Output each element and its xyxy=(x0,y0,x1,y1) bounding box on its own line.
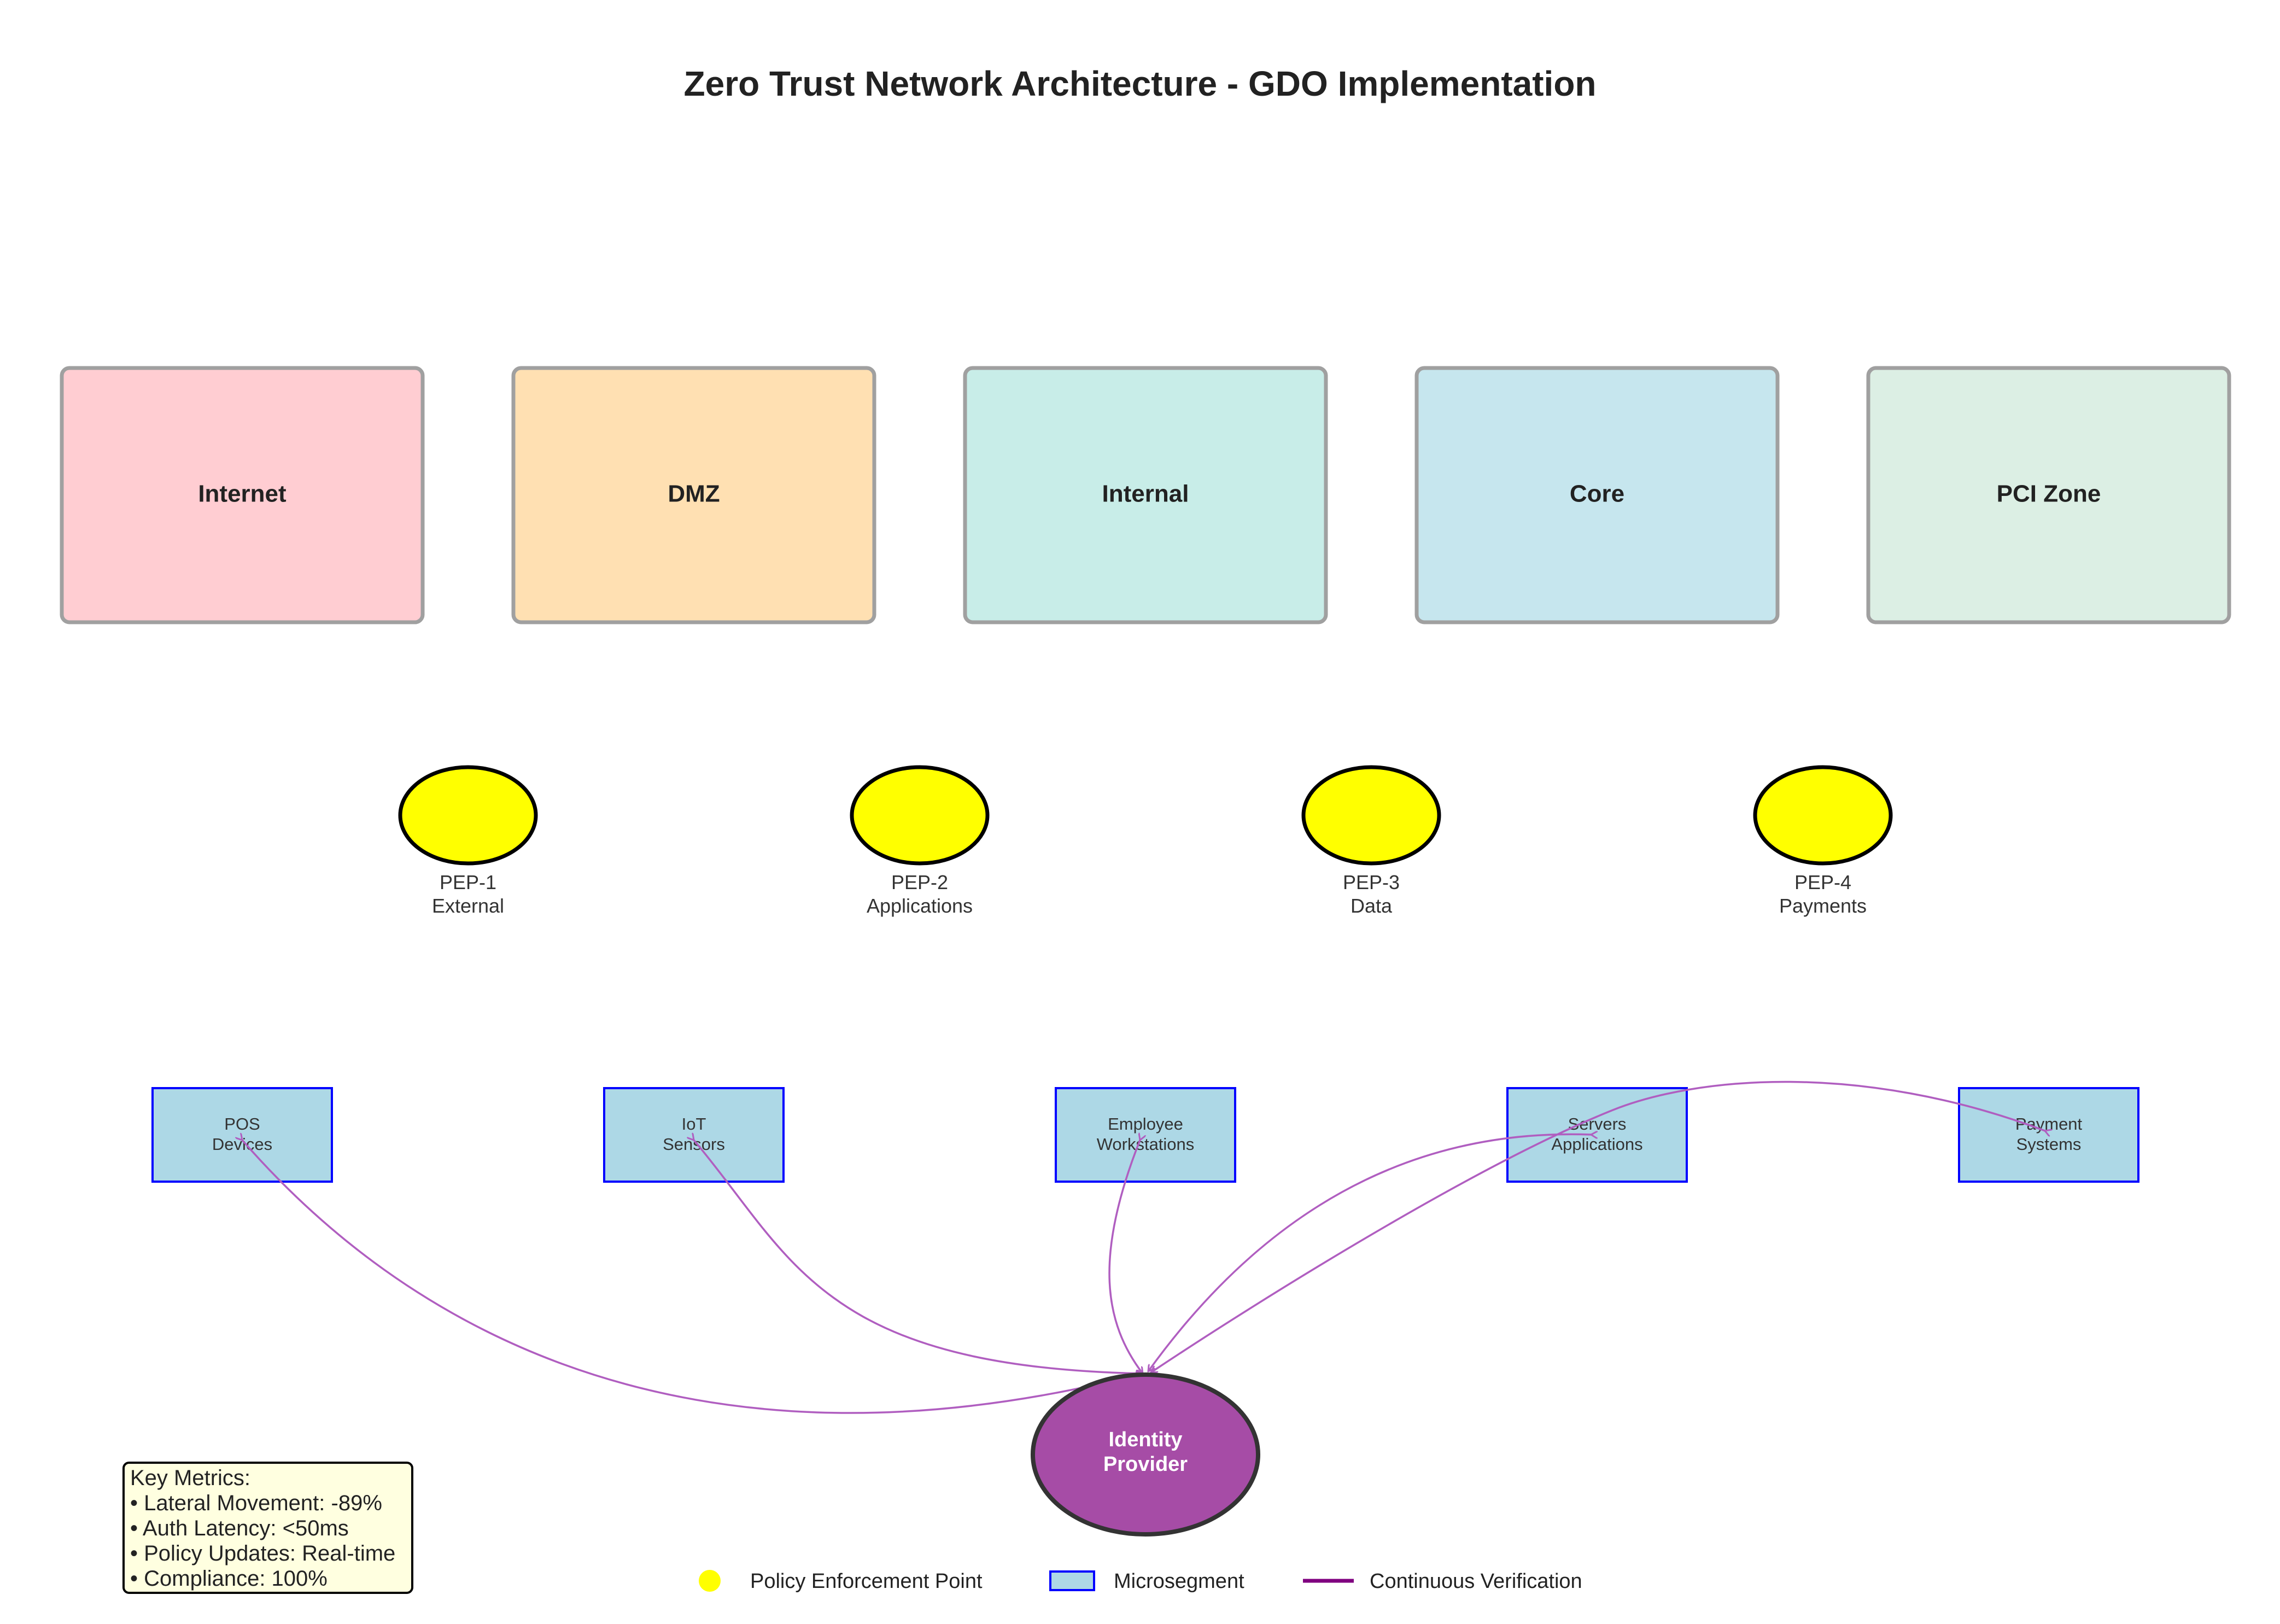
key-metric-item: • Policy Updates: Real-time xyxy=(130,1541,395,1565)
zone-box xyxy=(60,366,425,624)
zone-internet: Internet xyxy=(60,366,425,624)
pep-name: PEP-3 xyxy=(1343,871,1400,893)
pep-node xyxy=(1753,765,1893,866)
zone-box xyxy=(963,366,1328,624)
zone-label: PCI Zone xyxy=(1997,481,2101,507)
zone-label: Core xyxy=(1570,481,1624,507)
zone-internal: Internal xyxy=(963,366,1328,624)
pep-desc: Payments xyxy=(1779,895,1867,917)
key-metrics: Key Metrics: • Lateral Movement: -89% • … xyxy=(122,1462,413,1594)
verification-arrows xyxy=(242,1080,2045,1414)
zone-box xyxy=(1414,366,1780,624)
pep-name: PEP-4 xyxy=(1794,871,1851,893)
zone-core: Core xyxy=(1414,366,1780,624)
zone-label: Internet xyxy=(198,481,287,507)
zone-label: Internal xyxy=(1102,481,1189,507)
legend-microsegment-label: Microsegment xyxy=(1114,1570,1244,1593)
legend-pep-label: Policy Enforcement Point xyxy=(750,1570,983,1593)
segment-pos: POS Devices xyxy=(151,1087,333,1183)
zone-label: DMZ xyxy=(668,481,720,507)
segment-line1: IoT xyxy=(682,1114,706,1134)
legend-pep-marker xyxy=(699,1570,721,1592)
key-metric-item: • Compliance: 100% xyxy=(130,1567,328,1591)
pep-4: PEP-4 Payments xyxy=(1753,765,1893,917)
verification-arrow-iot xyxy=(694,1140,1143,1374)
key-metric-item: • Lateral Movement: -89% xyxy=(130,1491,382,1515)
pep-node xyxy=(850,765,990,866)
key-metrics-title: Key Metrics: xyxy=(130,1466,250,1490)
key-metrics-box xyxy=(122,1462,413,1594)
segment-line2: Systems xyxy=(2016,1135,2082,1154)
pep-node xyxy=(1301,765,1441,866)
pep-desc: Applications xyxy=(867,895,973,917)
segment-line2: Applications xyxy=(1551,1135,1642,1154)
pep-node xyxy=(398,765,538,866)
legend: Policy Enforcement Point Microsegment Co… xyxy=(699,1570,1582,1593)
identity-provider-line2: Provider xyxy=(1103,1453,1188,1476)
identity-provider: Identity Provider xyxy=(1031,1372,1260,1537)
pep-3: PEP-3 Data xyxy=(1301,765,1441,917)
zone-pci: PCI Zone xyxy=(1866,366,2231,624)
legend-microsegment-marker xyxy=(1049,1570,1095,1591)
pep-1: PEP-1 External xyxy=(398,765,538,917)
segment-iot: IoT Sensors xyxy=(603,1087,785,1183)
pep-desc: Data xyxy=(1351,895,1393,917)
verification-arrow-pos xyxy=(242,1140,1143,1414)
segment-line2: Workstations xyxy=(1097,1135,1195,1154)
verification-arrow-workstations xyxy=(1108,1140,1143,1374)
pep-desc: External xyxy=(432,895,504,917)
legend-verification-label: Continuous Verification xyxy=(1370,1570,1582,1593)
diagram-title: Zero Trust Network Architecture - GDO Im… xyxy=(684,64,1597,103)
pep-name: PEP-1 xyxy=(440,871,496,893)
pep-name: PEP-2 xyxy=(891,871,948,893)
identity-provider-node xyxy=(1031,1372,1260,1537)
verification-arrow-payment xyxy=(1151,1080,2045,1372)
zone-box xyxy=(1866,366,2231,624)
pep-2: PEP-2 Applications xyxy=(850,765,990,917)
zone-dmz: DMZ xyxy=(511,366,876,624)
segment-line2: Devices xyxy=(212,1135,272,1154)
segment-line1: POS xyxy=(224,1114,260,1134)
segment-workstations: Employee Workstations xyxy=(1055,1087,1236,1183)
identity-provider-line1: Identity xyxy=(1108,1428,1182,1451)
key-metric-item: • Auth Latency: <50ms xyxy=(130,1516,349,1540)
segment-line1: Employee xyxy=(1108,1114,1183,1134)
segment-payment: Payment Systems xyxy=(1958,1087,2139,1183)
segment-line2: Sensors xyxy=(663,1135,725,1154)
zone-box xyxy=(511,366,876,624)
